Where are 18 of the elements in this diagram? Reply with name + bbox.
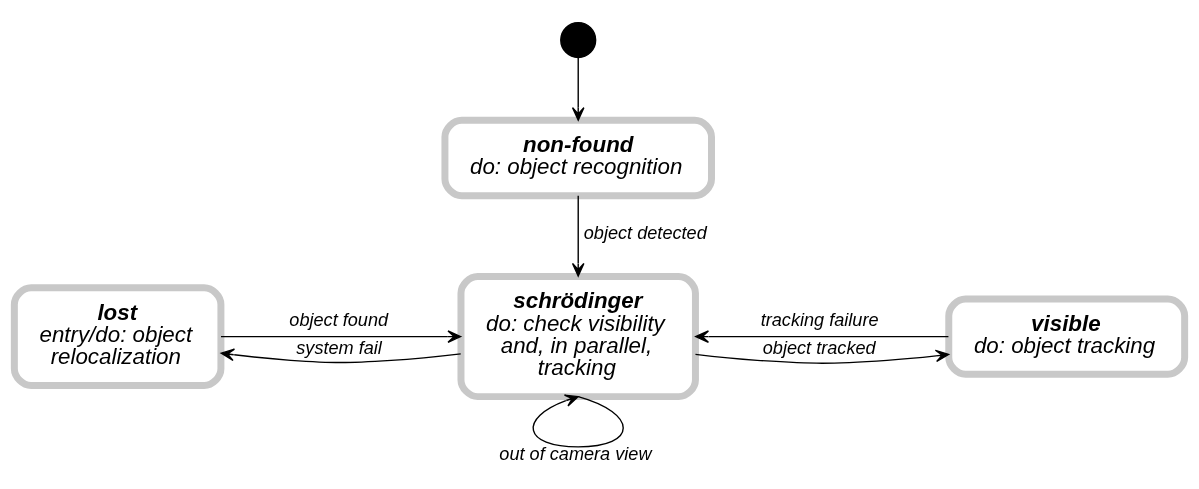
node-circle: [560, 21, 597, 59]
arrow: [532, 394, 624, 448]
arrow: [694, 349, 950, 364]
node-box: schrödinger do: check visibility and, in parallel, tracking: [457, 273, 699, 401]
arrow: [571, 57, 585, 121]
edge-label: system fail: [296, 337, 382, 358]
edge-label: object tracked: [762, 337, 876, 358]
arrow: [220, 330, 462, 343]
node-box: lost entry/do: object relocalization: [10, 284, 225, 389]
arrow: [695, 330, 950, 343]
edge-label: object found: [289, 310, 389, 331]
node-box: non-found do: object recognition: [441, 116, 715, 200]
arrow: [571, 195, 585, 277]
edge-label: tracking failure: [760, 310, 879, 331]
node-box: visible do: object tracking: [945, 295, 1189, 378]
edge-label: out of camera view: [499, 444, 652, 464]
edge-label: object detected: [583, 223, 707, 244]
arrow: [220, 348, 462, 364]
